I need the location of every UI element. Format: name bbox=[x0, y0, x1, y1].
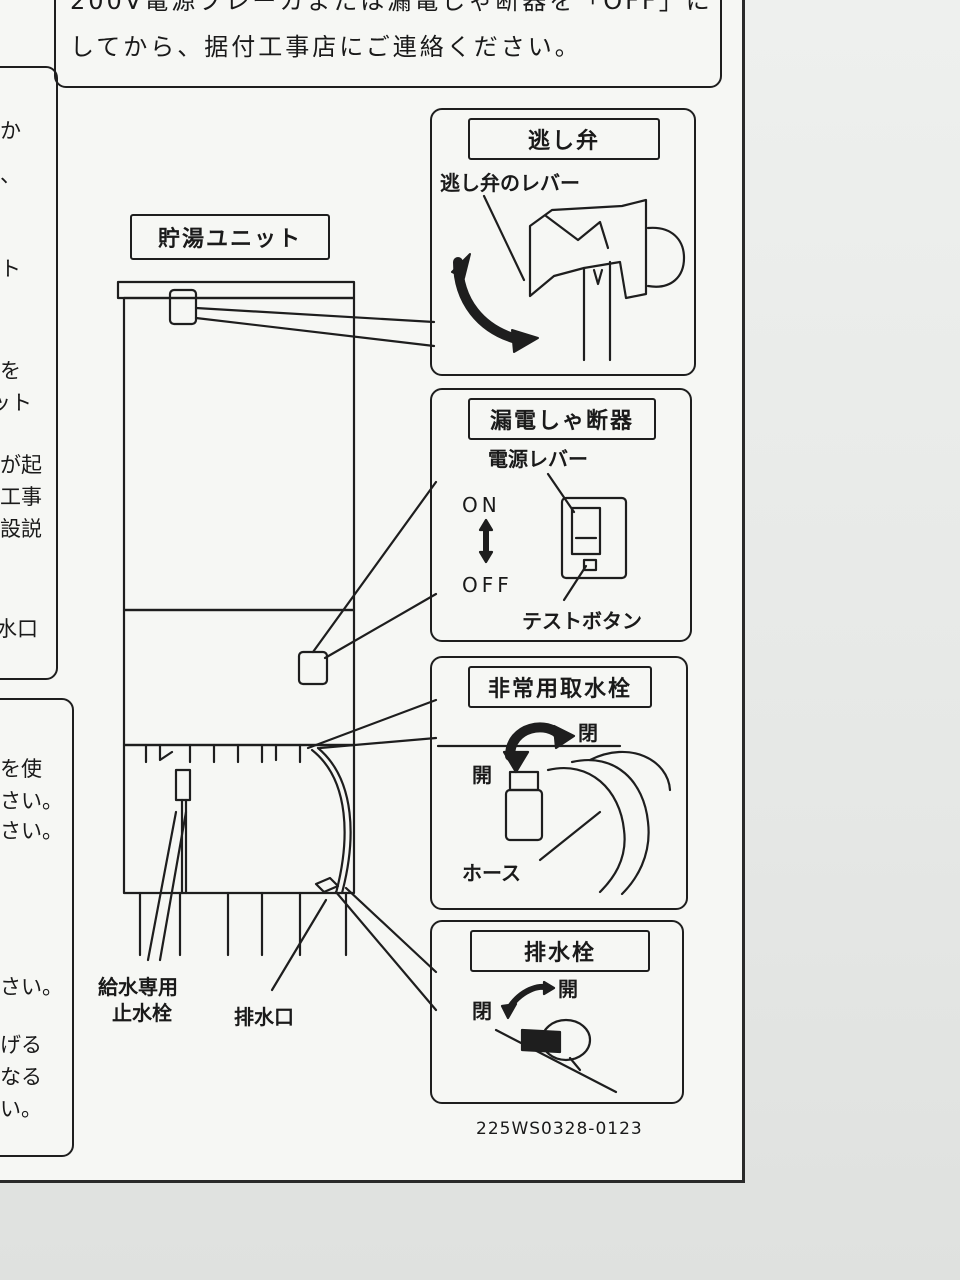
breaker-off-label: OFF bbox=[462, 573, 513, 597]
left-fragment: を使 bbox=[0, 757, 42, 781]
drain-outlet-leader bbox=[270, 898, 328, 992]
left-fragment: 、 bbox=[0, 163, 21, 187]
left-fragment: げる bbox=[0, 1033, 42, 1057]
left-fragment: さい。 bbox=[0, 789, 63, 813]
emergency-tap-box bbox=[430, 656, 688, 910]
breaker-title: 漏電しゃ断器 bbox=[468, 398, 656, 440]
left-fragment: ット bbox=[0, 391, 32, 415]
breaker-drawing bbox=[478, 472, 628, 602]
left-fragment: さい。 bbox=[0, 975, 63, 999]
supply-valve-label-2: 止水栓 bbox=[112, 1001, 172, 1025]
relief-valve-lever-label: 逃し弁のレバー bbox=[440, 171, 580, 195]
left-fragment: 設説 bbox=[0, 517, 42, 541]
left-fragment: さい。 bbox=[0, 819, 63, 843]
breaker-on-label: ON bbox=[462, 493, 501, 517]
left-fragment: なる bbox=[0, 1065, 42, 1089]
left-fragment: を bbox=[0, 359, 21, 383]
top-notice-line2: してから、据付工事店にご連絡ください。 bbox=[70, 33, 582, 61]
relief-valve-title: 逃し弁 bbox=[468, 118, 660, 160]
left-box-lower bbox=[0, 698, 74, 1157]
breaker-power-lever-label: 電源レバー bbox=[488, 447, 588, 471]
emergency-tap-title: 非常用取水栓 bbox=[468, 666, 652, 708]
top-notice-box bbox=[54, 0, 722, 88]
tap-open-label: 開 bbox=[472, 763, 492, 787]
tap-hose-label: ホース bbox=[462, 861, 521, 885]
left-fragment: 水口 bbox=[0, 617, 38, 641]
drain-valve-title: 排水栓 bbox=[470, 930, 650, 972]
breaker-test-button-label: テストボタン bbox=[522, 609, 642, 633]
left-fragment: ト bbox=[0, 257, 21, 281]
drain-open-label: 開 bbox=[558, 977, 578, 1001]
breaker-leader bbox=[311, 480, 438, 660]
drain-valve-drawing bbox=[494, 980, 618, 1094]
breaker-box bbox=[430, 388, 692, 642]
left-fragment: い。 bbox=[0, 1097, 42, 1121]
storage-unit-drawing bbox=[116, 280, 356, 957]
relief-valve-box bbox=[430, 108, 696, 376]
unit-title: 貯湯ユニット bbox=[130, 214, 330, 260]
model-code: 225WS0328-0123 bbox=[476, 1119, 643, 1139]
top-notice-line1: 200V電源ブレーカまたは漏電しゃ断器を「OFF」に bbox=[70, 0, 713, 15]
drain-leader bbox=[334, 886, 438, 1012]
tap-close-label: 閉 bbox=[578, 721, 598, 745]
relief-valve-drawing bbox=[451, 194, 686, 362]
left-fragment: が起 bbox=[0, 453, 42, 477]
drain-close-label: 閉 bbox=[472, 999, 492, 1023]
emergency-tap-drawing bbox=[436, 722, 672, 896]
tap-leader bbox=[306, 698, 438, 750]
left-fragment: 工事 bbox=[0, 485, 42, 509]
left-box-upper bbox=[0, 66, 58, 680]
relief-valve-leader bbox=[194, 306, 436, 348]
left-fragment: か bbox=[0, 119, 21, 143]
supply-valve-leader bbox=[146, 810, 188, 962]
drain-outlet-label: 排水口 bbox=[234, 1005, 294, 1029]
supply-valve-label-1: 給水専用 bbox=[98, 975, 178, 999]
drain-valve-box bbox=[430, 920, 684, 1104]
